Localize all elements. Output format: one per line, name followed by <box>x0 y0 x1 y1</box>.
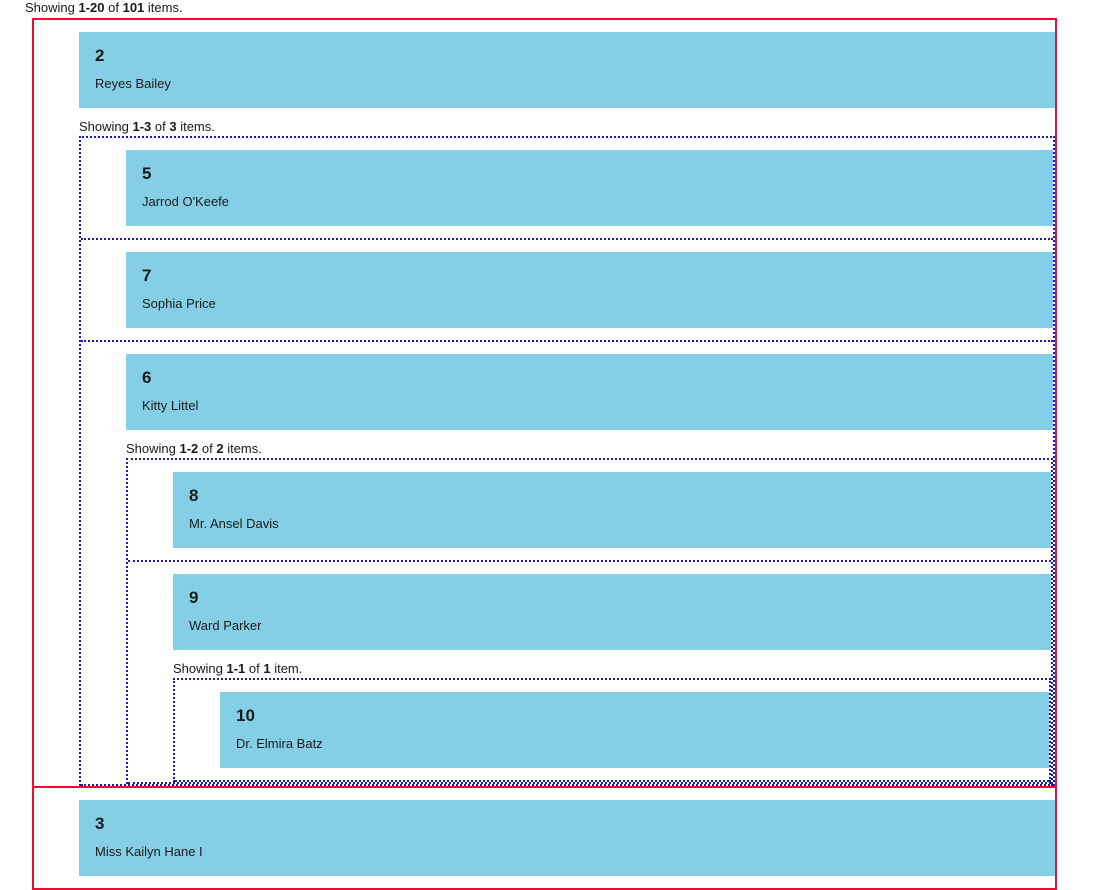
item-id: 10 <box>236 706 255 725</box>
item-name: Ward Parker <box>189 618 262 633</box>
summary-total: 1 <box>263 661 271 676</box>
summary-prefix: Showing <box>173 661 227 676</box>
summary-range: 1-1 <box>226 661 246 676</box>
item-id: 5 <box>142 164 152 183</box>
summary-suffix: items. <box>144 0 183 15</box>
summary-total: 101 <box>122 0 145 15</box>
pagination-summary: Showing 1-1 of 1 item. <box>173 662 1051 676</box>
pagination-summary: Showing 1-3 of 3 items. <box>79 120 1055 134</box>
summary-prefix: Showing <box>79 119 133 134</box>
summary-prefix: Showing <box>25 0 79 15</box>
summary-suffix: items. <box>176 119 215 134</box>
summary-middle: of <box>245 661 264 676</box>
item-name: Kitty Littel <box>142 398 199 413</box>
summary-total: 2 <box>216 441 224 456</box>
item-name: Miss Kailyn Hane I <box>95 844 203 859</box>
item-name: Jarrod O'Keefe <box>142 194 230 209</box>
item-name: Sophia Price <box>142 296 216 311</box>
item-name: Mr. Ansel Davis <box>189 516 279 531</box>
pagination-summary: Showing 1-2 of 2 items. <box>126 442 1053 456</box>
item-id: 6 <box>142 368 152 387</box>
summary-total: 3 <box>169 119 177 134</box>
summary-middle: of <box>198 441 217 456</box>
item-id: 3 <box>95 814 105 833</box>
summary-suffix: items. <box>223 441 262 456</box>
summary-prefix: Showing <box>126 441 180 456</box>
summary-middle: of <box>104 0 123 15</box>
item-id: 2 <box>95 46 105 65</box>
root-pagination-summary: Showing 1-20 of 101 items. <box>25 0 1097 15</box>
summary-range: 1-2 <box>179 441 199 456</box>
summary-middle: of <box>151 119 170 134</box>
summary-suffix: item. <box>270 661 303 676</box>
summary-range: 1-3 <box>132 119 152 134</box>
item-name: Reyes Bailey <box>95 76 171 91</box>
summary-range: 1-20 <box>78 0 105 15</box>
item-id: 7 <box>142 266 152 285</box>
item-id: 9 <box>189 588 199 607</box>
item-id: 8 <box>189 486 199 505</box>
item-name: Dr. Elmira Batz <box>236 736 323 751</box>
